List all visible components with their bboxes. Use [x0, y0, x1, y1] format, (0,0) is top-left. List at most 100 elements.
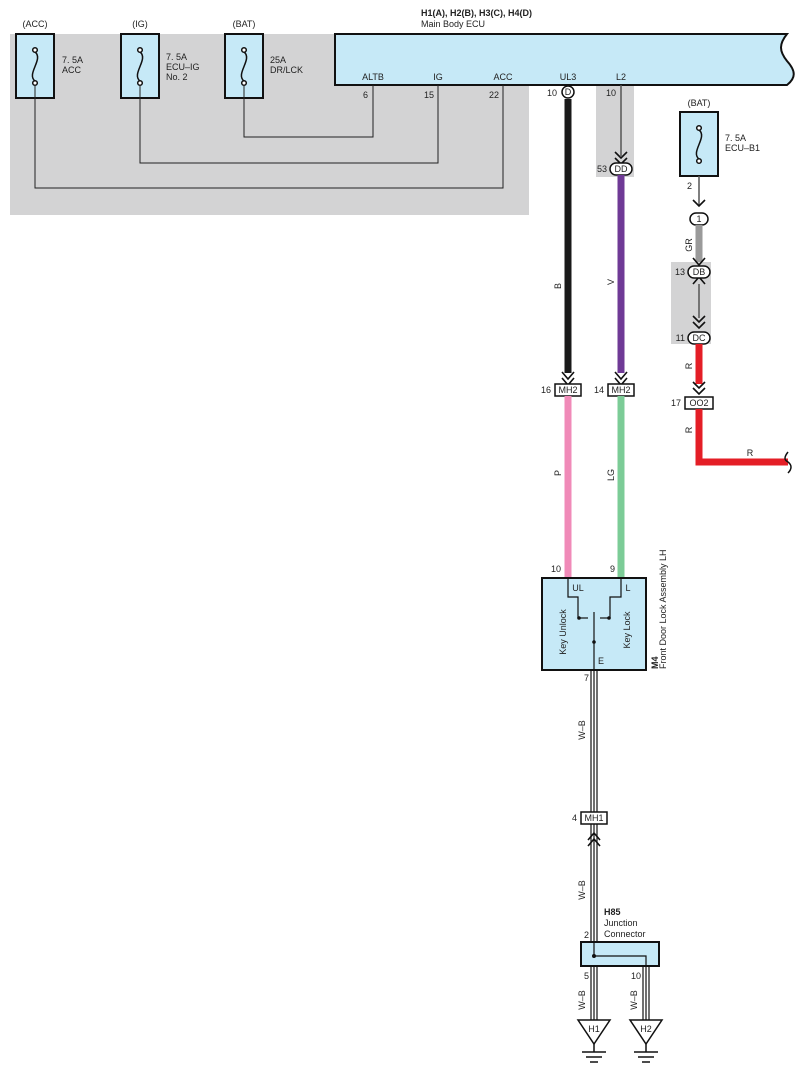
ecu-pin-ig: 15	[424, 90, 434, 100]
m4-code: M4	[650, 656, 660, 669]
m4-contact-l	[607, 616, 611, 620]
m4-contact-common	[592, 640, 596, 644]
wire-label-wb-4: W–B	[629, 990, 639, 1010]
connector-db	[687, 265, 711, 279]
wire-wb-1	[590, 670, 598, 812]
fuse-drlck-header: (BAT)	[233, 19, 256, 29]
connector-oo2-pin: 17	[671, 398, 681, 408]
connector-mh2-l-pin: 14	[594, 385, 604, 395]
h85-junction-dot	[592, 954, 596, 958]
m4-name: Front Door Lock Assembly LH	[658, 549, 668, 669]
ecu-connector-codes: H1(A), H2(B), H3(C), H4(D)	[421, 8, 532, 18]
connector-oo2-label: OO2	[689, 398, 708, 408]
fuse-ecub1-name: ECU–B1	[725, 143, 760, 153]
ecu-terminal-l2: L2	[616, 72, 626, 82]
ground-h2-label: H2	[640, 1024, 652, 1034]
connector-mh1-pin: 4	[572, 813, 577, 823]
connector-dd-pin: 53	[597, 164, 607, 174]
ground-h2-icon	[628, 1019, 664, 1063]
connector-mh2-ul-label: MH2	[558, 385, 577, 395]
connector-1-label: 1	[696, 214, 701, 224]
m4-key-lock: Key Lock	[622, 611, 632, 649]
connector-db-label: DB	[693, 267, 706, 277]
ground-h1-label: H1	[588, 1024, 600, 1034]
connector-fuse-pin: 2	[687, 181, 692, 191]
m4-pin-ul: 10	[551, 564, 561, 574]
fuse-ig-name2: No. 2	[166, 72, 188, 82]
wire-r-break	[784, 451, 792, 474]
fuse-ig-symbol	[136, 46, 144, 87]
wire-label-lg: LG	[606, 469, 616, 481]
fuse-wires	[34, 85, 504, 189]
connector-mh2-l-label: MH2	[611, 385, 630, 395]
connector-dc-label: DC	[693, 333, 706, 343]
fuse-acc-name: ACC	[62, 65, 82, 75]
ecu-pin-altb: 6	[363, 90, 368, 100]
m4-term-e: E	[598, 656, 604, 666]
connector-mh1-label: MH1	[584, 813, 603, 823]
connector-mh2-ul-pin: 16	[541, 385, 551, 395]
wire-label-p: P	[553, 470, 563, 476]
connector-dd-label: DD	[615, 164, 628, 174]
connector-dc-pin: 11	[676, 333, 685, 343]
dc-chevron	[692, 315, 706, 330]
fuse-drlck-rating: 25A	[270, 55, 286, 65]
fuse-ig-rating: 7. 5A	[166, 52, 187, 62]
ecu-title: Main Body ECU	[421, 19, 485, 29]
ecu-terminal-ul3: UL3	[560, 72, 577, 82]
h85-box	[580, 941, 660, 967]
wire-label-wb-3: W–B	[577, 990, 587, 1010]
ecu-box	[334, 33, 795, 86]
m4-term-ul: UL	[572, 583, 584, 593]
h85-pin-in: 2	[584, 930, 589, 940]
wire-wb-4	[642, 966, 650, 1020]
m4-term-l: L	[625, 583, 630, 593]
wire-wb-2	[590, 824, 598, 942]
connector-d-label: D	[565, 87, 572, 97]
wire-r-2	[695, 409, 788, 466]
h85-code: H85	[604, 907, 621, 917]
fuse-drlck-symbol	[240, 46, 248, 87]
h85-line1: Junction	[604, 918, 638, 928]
ecu-pin-acc: 22	[489, 90, 499, 100]
ground-h1-icon	[576, 1019, 612, 1063]
fuse-ecub1-rating: 7. 5A	[725, 133, 746, 143]
mh2-ul-chevron	[561, 371, 575, 387]
ecu-pin-ul3: 10	[547, 88, 557, 98]
h85-pin-b: 10	[631, 971, 641, 981]
connector-d-pin	[561, 85, 575, 99]
shade-region-dd	[596, 85, 634, 177]
ecu-pin-l2: 10	[606, 88, 616, 98]
h85-pin-a: 5	[584, 971, 589, 981]
wire-wb-3	[590, 966, 598, 1020]
one-chevron	[692, 199, 706, 208]
wire-label-r-3: R	[747, 448, 754, 458]
mh2-l-chevron	[614, 371, 628, 387]
ecu-terminal-acc: ACC	[493, 72, 513, 82]
m4-pin-e: 7	[584, 673, 589, 683]
h85-internal-bus	[593, 942, 647, 966]
m4-key-unlock: Key Unlock	[558, 609, 568, 655]
connector-db-pin: 13	[675, 267, 685, 277]
wire-label-wb-1: W–B	[577, 720, 587, 740]
ecu-terminal-ig: IG	[433, 72, 443, 82]
wire-label-b: B	[553, 283, 563, 289]
wire-label-r-2: R	[684, 426, 694, 433]
oo2-chevron	[692, 381, 706, 396]
wire-label-r-1: R	[684, 362, 694, 369]
ecu-terminal-altb: ALTB	[362, 72, 384, 82]
wire-label-v: V	[606, 279, 616, 285]
fuse-ecub1-symbol	[695, 124, 703, 165]
fuse-acc-rating: 7. 5A	[62, 55, 83, 65]
fuse-drlck-name: DR/LCK	[270, 65, 303, 75]
wire-label-gr: GR	[684, 238, 694, 252]
fuse-ig-header: (IG)	[132, 19, 148, 29]
m4-contact-ul	[577, 616, 581, 620]
fuse-acc-header: (ACC)	[23, 19, 48, 29]
h85-line2: Connector	[604, 929, 646, 939]
fuse-ig-name: ECU–IG	[166, 62, 200, 72]
m4-pin-l: 9	[610, 564, 615, 574]
fuse-ecub1-header: (BAT)	[688, 98, 711, 108]
wire-label-wb-2: W–B	[577, 880, 587, 900]
